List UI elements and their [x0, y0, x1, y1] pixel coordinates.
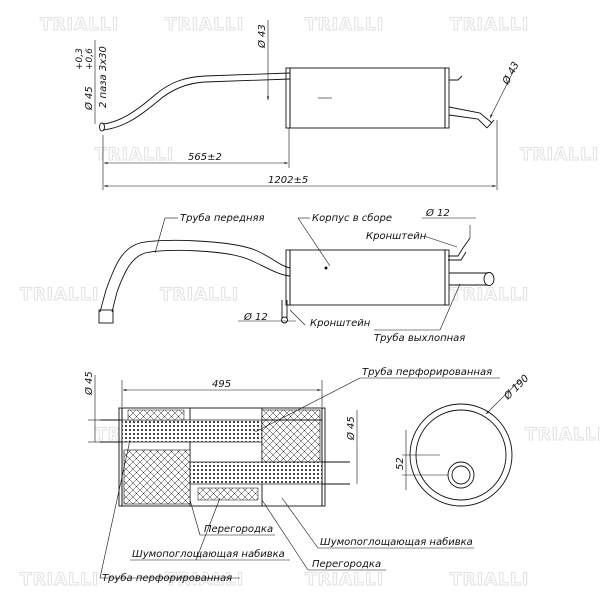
dim-dia-top: Ø 12 [425, 207, 450, 219]
top-view: 565±2 1202±5 Ø 43 Ø 43 Ø 45 +0,3 +0,6 2 … [75, 20, 522, 190]
dim-45-left: Ø 45 [83, 371, 95, 396]
front-pipe-end [98, 309, 114, 324]
dim-dia-bottom: Ø 12 [243, 311, 268, 323]
absorbing-fill-lower [123, 449, 191, 505]
watermark: TRIALLI [165, 15, 244, 35]
dim-inlet-tol-upper: +0,3 [75, 48, 85, 70]
dim-outlet: Ø 43 [500, 60, 522, 88]
watermark: TRIALLI [165, 570, 244, 590]
label-body-assembly: Корпус в сборе [312, 212, 392, 224]
label-front-pipe: Труба передняя [180, 212, 265, 224]
watermark: TRIALLI [450, 285, 529, 305]
dim-slots: 2 паза 3x30 [98, 46, 109, 108]
label-absorbing-fill-2: Шумопоглощающая набивка [320, 536, 473, 548]
watermark: TRIALLI [20, 570, 99, 590]
dim-495: 495 [212, 379, 231, 390]
muffler-body-side [289, 249, 446, 306]
bottom-bracket [281, 300, 288, 318]
perforated-pipe-upper [121, 419, 263, 443]
top-bracket [448, 237, 471, 257]
inlet-pipe [102, 72, 291, 125]
label-perforated-pipe-top: Труба перфорированная [362, 366, 492, 378]
dim-52: 52 [395, 457, 406, 470]
watermark: TRIALLI [450, 570, 529, 590]
watermark: TRIALLI [525, 425, 600, 445]
body-marker [324, 266, 328, 270]
section-view: Ø 45 495 Ø 45 52 Ø 190 Труба перфорирова… [83, 366, 531, 584]
watermark: TRIALLI [160, 285, 239, 305]
label-partition-1: Перегородка [204, 524, 273, 535]
watermark: TRIALLI [520, 145, 599, 165]
watermark: TRIALLI [305, 15, 384, 35]
dim-565: 565±2 [188, 152, 222, 163]
label-partition-2: Перегородка [312, 559, 381, 570]
muffler-body-top [289, 67, 446, 129]
absorbing-fill-upper [127, 409, 185, 421]
label-bracket-top: Кронштейн [366, 231, 427, 242]
outlet-pipe [448, 106, 493, 124]
perforated-pipe-lower [189, 461, 323, 485]
label-exhaust-pipe: Труба выхлопная [374, 332, 465, 344]
label-perforated-pipe-bottom: Труба перфорированная [102, 572, 232, 584]
dim-45-inner: Ø 45 [345, 416, 357, 441]
watermark: TRIALLI [305, 570, 384, 590]
front-pipe [99, 239, 291, 313]
dim-pipe-top: Ø 43 [256, 24, 268, 49]
watermark: TRIALLI [450, 15, 529, 35]
absorbing-fill-right [261, 409, 321, 463]
watermark: TRIALLI [95, 145, 174, 165]
exhaust-pipe-end [483, 272, 495, 286]
label-bracket-bottom: Кронштейн [310, 318, 371, 329]
label-absorbing-fill-1: Шумопоглощающая набивка [132, 548, 285, 560]
dim-inlet: Ø 45 [83, 86, 95, 111]
watermark: TRIALLI [40, 15, 119, 35]
side-view: Труба передняя Корпус в сборе Ø 12 Кронш… [98, 207, 495, 344]
inlet-end [99, 122, 105, 132]
dim-1202: 1202±5 [268, 175, 308, 186]
watermark: TRIALLI [20, 285, 99, 305]
dim-inlet-tol-lower: +0,6 [85, 48, 95, 70]
dim-190: Ø 190 [501, 372, 532, 403]
